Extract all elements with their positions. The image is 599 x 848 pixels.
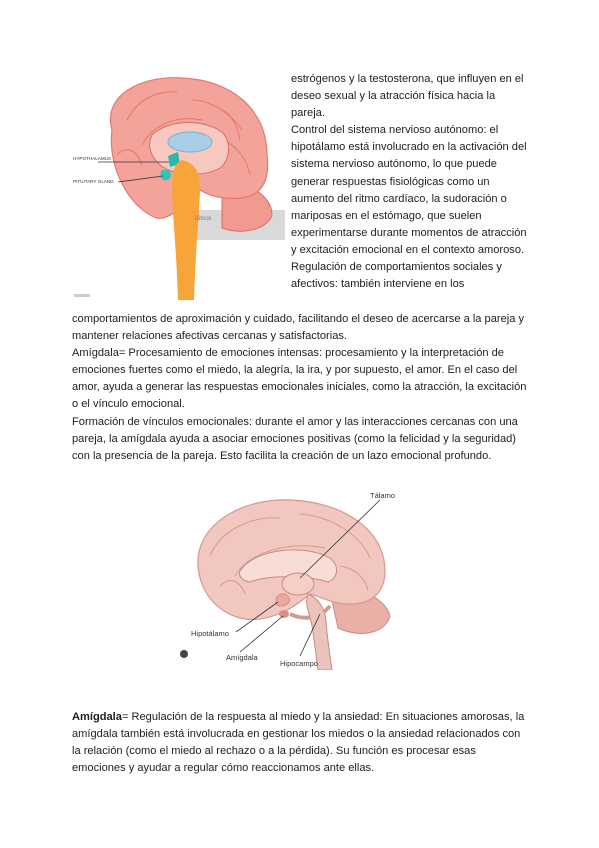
hypothalamus-label: HYPOTHALAMUS <box>73 156 111 161</box>
hipotalamo-label: Hipotálamo <box>191 629 229 638</box>
right-column-text: estrógenos y la testosterona, que influy… <box>291 71 531 293</box>
brain-hypothalamus-figure: HYPOTHALAMUS PITUITARY GLAND iStock <box>72 70 285 302</box>
paragraph-social-behaviour-start: Regulación de comportamientos sociales y… <box>291 261 502 291</box>
paragraph-amygdala-processing: Amígdala= Procesamiento de emociones int… <box>72 347 527 411</box>
final-paragraph: Amígdala= Regulación de la respuesta al … <box>72 709 532 777</box>
talamo-label: Tálamo <box>370 491 395 500</box>
paragraph-social-behaviour-end: comportamientos de aproximación y cuidad… <box>72 313 525 343</box>
brain-limbic-figure: Tálamo Hipotálamo Amígdala Hipocampo <box>180 486 410 670</box>
paragraph-amygdala-fear: Amígdala= Regulación de la respuesta al … <box>72 709 532 777</box>
watermark-text: iStock <box>195 216 212 222</box>
paragraph-hormones: estrógenos y la testosterona, que influy… <box>291 73 524 120</box>
paragraph-autonomic-control: Control del sistema nervioso autónomo: e… <box>291 124 527 256</box>
amygdala-heading: Amígdala <box>72 711 122 723</box>
body-text: comportamientos de aproximación y cuidad… <box>72 311 532 465</box>
amigdala-label: Amígdala <box>226 653 259 662</box>
pituitary-gland-label: PITUITARY GLAND <box>73 179 114 184</box>
paragraph-emotional-bonds: Formación de vínculos emocionales: duran… <box>72 415 518 462</box>
hipocampo-label: Hipocampo <box>280 659 318 668</box>
amygdala-fear-text: = Regulación de la respuesta al miedo y … <box>72 711 525 775</box>
